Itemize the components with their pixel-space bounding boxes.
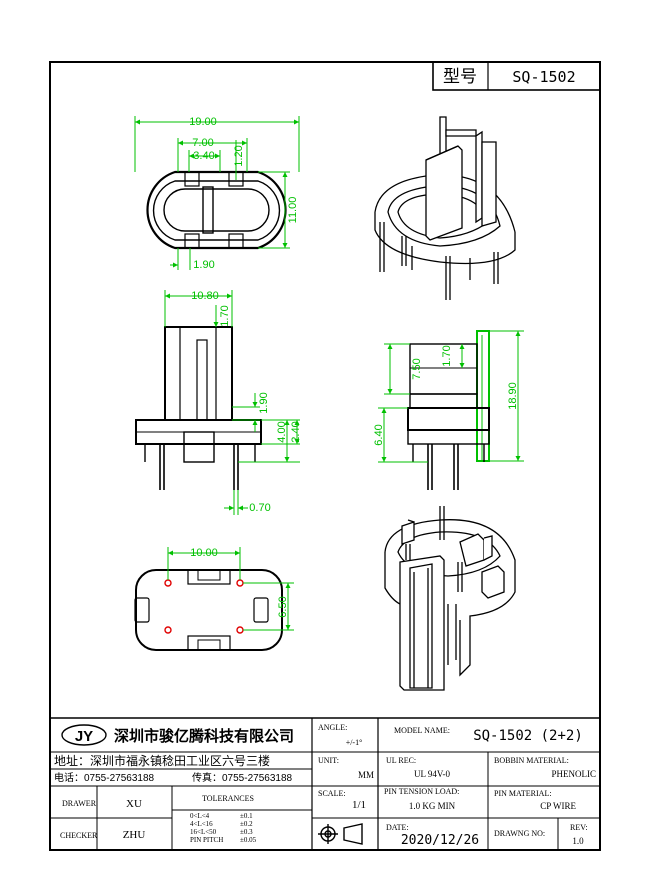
tol-value: ±0.1 [240,812,253,820]
bottom-view [134,569,283,651]
company-name: 深圳市骏亿腾科技有限公司 [114,727,294,745]
iso-view-top [374,116,516,300]
model-name-label: MODEL NAME: [394,726,450,735]
dim-top-slot: 3.40 [193,150,214,162]
tol-range: 4<L<16 [190,820,213,828]
drawer-value: XU [126,798,142,810]
drawing-no-label: DRAWNG NO: [494,829,545,838]
angle-label: ANGLE: [318,723,347,732]
pin-hole [164,579,172,587]
dim-side-1890: 18.90 [507,382,519,410]
date-value: 2020/12/26 [401,833,479,848]
scale-value: 1/1 [352,799,366,811]
tol-value: ±0.05 [240,836,257,844]
dim-front-pin: 0.70 [249,502,270,514]
iso-view-bottom [384,506,516,691]
model-name-value: SQ-1502 (2+2) [473,728,583,744]
bottom-view-holes [164,579,244,634]
dim-front-top: 1.70 [219,305,231,326]
dim-bottom-height: 6.50 [277,596,289,617]
bobbin-label: BOBBIN MATERIAL: [494,756,569,765]
company-row: JY 深圳市骏亿腾科技有限公司 [61,724,294,746]
tol-range: PIN PITCH [190,836,223,844]
model-header: 型号 SQ-1502 [432,61,601,91]
tol-value: ±0.2 [240,820,253,828]
unit-label: UNIT: [318,756,339,765]
pin-hole [236,626,244,634]
dim-side-640: 6.40 [373,424,385,445]
dim-top-notch: 1.20 [233,145,245,166]
bobbin-value: PHENOLIC [552,769,597,779]
tol-range: 16<L<50 [190,828,217,836]
company-logo [61,724,107,746]
dim-top-bottom: 1.90 [193,259,214,271]
dim-side-750: 7.50 [411,358,423,379]
scale-label: SCALE: [318,789,346,798]
dim-top-width: 19.00 [189,116,217,128]
drawer-label: DRAWER [62,799,97,808]
projection-symbol-icon [318,823,363,845]
bottom-view-dims [167,547,294,631]
dim-side-170: 1.70 [441,345,453,366]
pin-hole [164,626,172,634]
model-header-value: SQ-1502 [512,68,575,86]
checker-value: ZHU [123,829,146,841]
front-view [135,326,262,490]
top-view-dims [134,116,300,270]
company-phone: 电话：0755-27563188 [54,771,155,784]
dim-front-240: 2.40 [290,421,302,442]
company-logo-text: JY [75,728,93,745]
rev-label: REV: [570,823,588,832]
unit-value: MM [358,770,374,780]
side-view [407,330,490,490]
dim-bottom-width: 10.00 [190,547,218,559]
pin-material-value: CP WIRE [540,801,576,811]
side-view-dims [378,330,524,463]
dim-front-190: 1.90 [258,392,270,413]
tol-label: TOLERANCES [202,794,254,803]
company-address: 地址：深圳市福永镇稔田工业区六号三楼 [54,753,270,768]
pin-material-label: PIN MATERIAL: [494,789,552,798]
company-fax: 传真：0755-27563188 [192,771,293,784]
ul-value: UL 94V-0 [414,769,451,779]
dim-front-400: 4.00 [276,421,288,442]
pin-tension-value: 1.0 KG MIN [409,801,456,811]
rev-value: 1.0 [572,836,584,846]
pin-hole [236,579,244,587]
tol-value: ±0.3 [240,828,253,836]
tol-range: 0<L<4 [190,812,210,820]
dim-front-width: 10.80 [191,290,219,302]
top-view [146,170,287,250]
pin-tension-label: PIN TENSION LOAD: [384,787,459,796]
angle-value: +/-1° [346,738,363,747]
model-header-label: 型号 [443,67,477,86]
date-label: DATE: [386,823,409,832]
dim-top-inner: 7.00 [192,137,213,149]
front-view-dims [164,290,300,515]
checker-label: CHECKER [60,831,98,840]
dim-top-height: 11.00 [287,197,299,224]
tolerance-table: 0<L<4 ±0.1 4<L<16 ±0.2 16<L<50 ±0.3 PIN … [190,812,257,844]
ul-label: UL REC: [386,756,416,765]
title-block [50,717,600,850]
drawing-border [49,61,601,851]
